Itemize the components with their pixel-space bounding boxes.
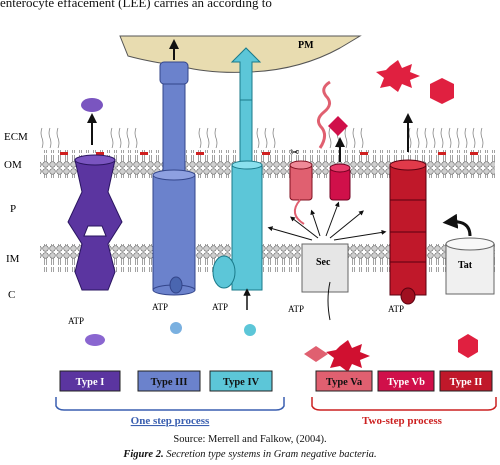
figure-source: Source: Merrell and Falkow, (2004).: [173, 434, 327, 445]
om-red-marks: [60, 152, 478, 155]
substrate-star: [326, 340, 370, 372]
type1-system: [67, 98, 123, 346]
sec-label: Sec: [316, 257, 331, 268]
two-step-label: Two-step process: [362, 415, 443, 427]
type2-system: [376, 60, 478, 358]
label-om: OM: [4, 159, 22, 171]
type3-label: Type III: [151, 377, 188, 388]
type1-secreted-protein: [81, 98, 103, 112]
type1-cytoplasmic-protein: [85, 334, 105, 346]
type4-system: [212, 47, 263, 336]
lps-layer: [40, 127, 484, 149]
type5b-box: Type Vb: [377, 370, 435, 392]
type3-effector: [170, 322, 182, 334]
two-step-bracket: [311, 397, 497, 411]
one-step-bracket: [55, 397, 285, 411]
label-c: C: [8, 289, 15, 301]
type2-cytoplasmic-hexagon: [458, 334, 478, 358]
caption-text: Secretion type systems in Gram negative …: [166, 449, 377, 460]
type1-box: Type I: [59, 370, 121, 392]
scissors-icon: ✂: [290, 147, 299, 159]
type3-system: [152, 39, 196, 334]
substrate-diamond: [304, 346, 328, 362]
type2-secreted-star: [376, 60, 420, 92]
atp-label-type1: ATP: [68, 316, 84, 326]
tat-label: Tat: [458, 260, 473, 271]
type5a-box: Type Va: [315, 370, 373, 392]
tat-translocon: Tat: [442, 213, 495, 295]
atp-label-sec: ATP: [288, 304, 304, 314]
type5b-label: Type Vb: [387, 377, 425, 388]
type4-box: Type IV: [209, 370, 273, 392]
label-im: IM: [6, 253, 20, 265]
type4-label: Type IV: [223, 377, 260, 388]
type5b-secreted-protein: [328, 116, 348, 136]
type1-label: Type I: [76, 377, 105, 388]
atp-label-type4: ATP: [212, 302, 228, 312]
label-p: P: [10, 203, 16, 215]
atp-label-type3: ATP: [152, 302, 168, 312]
atp-label-type2: ATP: [388, 304, 404, 314]
one-step-label: One step process: [131, 415, 210, 427]
secretion-systems-diagram: ECM OM P IM C PM: [4, 35, 497, 427]
figure-caption: Figure 2. Secretion type systems in Gram…: [0, 449, 500, 460]
type2-label: Type II: [450, 377, 483, 388]
label-ecm: ECM: [4, 131, 28, 143]
sec-translocon: Sec: [267, 201, 387, 321]
header-text-fragment: enterocyte effacement (LEE) carries an a…: [0, 0, 272, 10]
caption-label: Figure 2.: [123, 449, 164, 460]
label-pm: PM: [298, 40, 314, 51]
type5-systems: ✂: [289, 80, 351, 225]
type5a-label: Type Va: [326, 377, 363, 388]
type2-secreted-hexagon: [430, 78, 454, 104]
type2-box: Type II: [439, 370, 493, 392]
type4-substrate: [244, 324, 256, 336]
type3-box: Type III: [137, 370, 201, 392]
